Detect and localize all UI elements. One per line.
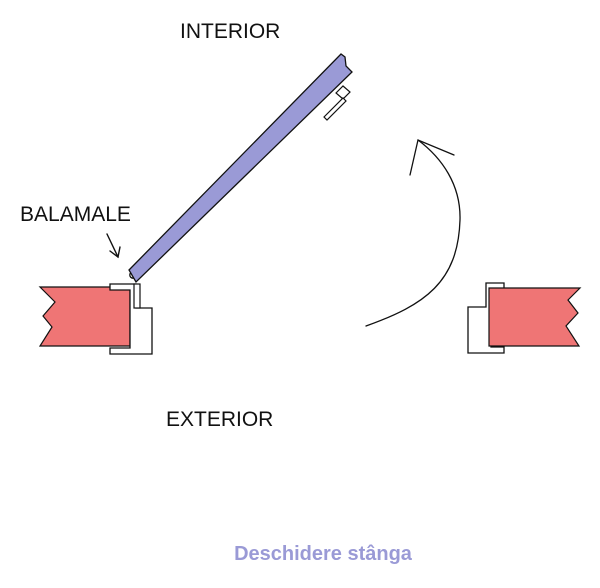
right-wall bbox=[488, 287, 582, 347]
interior-label: INTERIOR bbox=[180, 20, 280, 43]
door-handle bbox=[323, 85, 351, 121]
hinge-block bbox=[133, 283, 141, 309]
hinge-pointer-arrow bbox=[106, 233, 121, 259]
caption-title: Deschidere stânga bbox=[234, 543, 413, 565]
left-wall bbox=[38, 286, 131, 347]
door-leaf bbox=[128, 53, 353, 284]
opening-direction-arrow bbox=[365, 139, 461, 327]
hinges-label: BALAMALE bbox=[20, 203, 131, 226]
exterior-label: EXTERIOR bbox=[166, 408, 273, 431]
